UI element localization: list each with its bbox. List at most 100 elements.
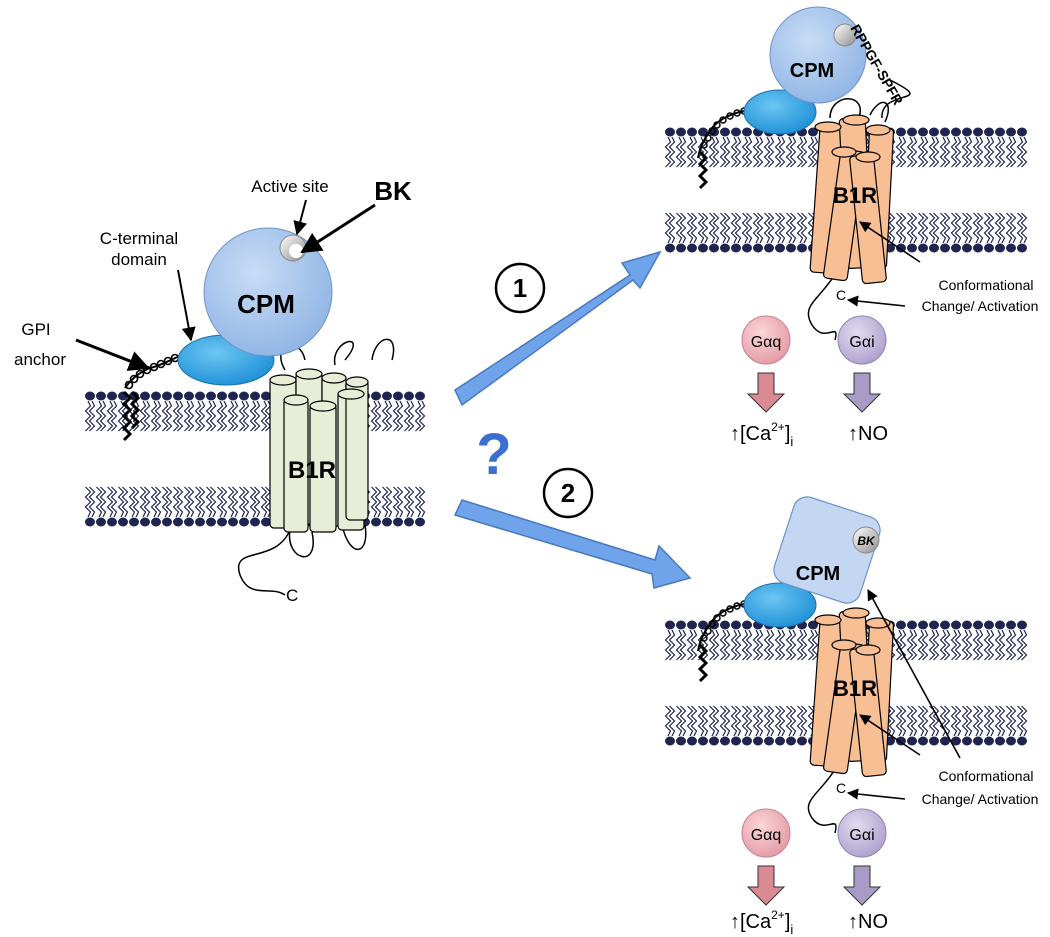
top-right-panel: B1R C CPM RPPGF-SPFR Conformational Chan…: [697, 6, 1038, 449]
lipid-head: [907, 127, 917, 137]
lipid-tail: [701, 136, 709, 168]
tr-c-terminus-label: C: [836, 287, 846, 303]
lipid-tail: [928, 136, 936, 168]
lipid-tail: [752, 212, 760, 244]
lipid-tail: [884, 705, 892, 737]
lipid-tail: [723, 136, 731, 168]
tr-conformational-pointer: [859, 221, 921, 263]
lipid-head: [151, 517, 161, 527]
lipid-tail: [987, 705, 995, 737]
lipid-tail: [998, 212, 1006, 244]
lipid-tail: [939, 629, 947, 661]
lipid-tail: [899, 136, 907, 168]
lipid-tail: [928, 629, 936, 661]
lipid-head: [731, 127, 741, 137]
br-gai-protein: [837, 808, 887, 858]
lipid-head: [698, 243, 708, 253]
lipid-tail: [789, 705, 797, 737]
lipid-tail: [1016, 136, 1024, 168]
lipid-tail: [172, 400, 180, 432]
lipid-tail: [1005, 705, 1013, 737]
lipid-tail: [686, 629, 694, 661]
lipid-head: [973, 127, 983, 137]
lipid-head: [107, 391, 117, 401]
lipid-tail: [961, 212, 969, 244]
active-site-pointer: [293, 199, 307, 236]
lipid-tail: [708, 136, 716, 168]
lipid-tail: [939, 212, 947, 244]
lipid-tail: [1016, 212, 1024, 244]
lipid-tail: [994, 629, 1002, 661]
lipid-tail: [165, 400, 173, 432]
lipid-head: [184, 391, 194, 401]
lipid-head: [665, 127, 675, 137]
lipid-head: [129, 517, 139, 527]
lipid-tail: [183, 400, 191, 432]
lipid-head: [709, 243, 719, 253]
lipid-head: [162, 391, 172, 401]
lipid-tail: [932, 136, 940, 168]
lipid-head: [107, 517, 117, 527]
lipid-head: [940, 736, 950, 746]
lipid-tail: [686, 212, 694, 244]
tr-gai-protein: [837, 315, 887, 365]
lipid-tail: [884, 212, 892, 244]
lipid-tail: [972, 705, 980, 737]
lipid-tail: [374, 486, 382, 518]
lipid-head: [665, 620, 675, 630]
lipid-tail: [231, 486, 239, 518]
lipid-head: [665, 243, 675, 253]
lipid-tail: [778, 136, 786, 168]
lipid-tail: [110, 486, 118, 518]
br-calcium-label: ↑[Ca2+]i: [730, 908, 793, 937]
lipid-tail: [187, 400, 195, 432]
lipid-head: [151, 391, 161, 401]
lipid-tail: [767, 212, 775, 244]
lipid-head: [995, 620, 1005, 630]
lipid-tail: [1009, 136, 1017, 168]
lipid-tail: [205, 486, 213, 518]
lipid-head: [228, 391, 238, 401]
lipid-tail: [381, 400, 389, 432]
br-no-label: ↑NO: [848, 911, 888, 933]
lipid-head: [687, 127, 697, 137]
lipid-head: [1017, 620, 1027, 630]
cpm-enzyme: [203, 227, 333, 357]
lipid-head: [929, 736, 939, 746]
lipid-tail: [785, 705, 793, 737]
lipid-head: [96, 391, 106, 401]
lipid-tail: [106, 486, 114, 518]
lipid-head: [742, 736, 752, 746]
lipid-tail: [712, 212, 720, 244]
lipid-tail: [719, 136, 727, 168]
lipid-tail: [712, 629, 720, 661]
lipid-tail: [238, 400, 246, 432]
lipid-tail: [249, 400, 257, 432]
lipid-tail: [95, 400, 103, 432]
lipid-head: [753, 736, 763, 746]
tr-no-label: ↑NO: [848, 423, 888, 445]
lipid-tail: [260, 400, 268, 432]
lipid-tail: [84, 486, 92, 518]
lipid-head: [162, 517, 172, 527]
lipid-head: [907, 620, 917, 630]
lipid-tail: [976, 629, 984, 661]
lipid-head: [929, 243, 939, 253]
lipid-tail: [396, 400, 404, 432]
lipid-tail: [172, 486, 180, 518]
lipid-tail: [198, 400, 206, 432]
bk-label: BK: [374, 176, 412, 206]
lipid-tail: [701, 705, 709, 737]
lipid-tail: [895, 629, 903, 661]
lipid-head: [415, 517, 425, 527]
lipid-head: [951, 127, 961, 137]
br-gaq-protein: [741, 808, 791, 858]
lipid-head: [764, 736, 774, 746]
lipid-tail: [238, 486, 246, 518]
lipid-tail: [668, 212, 676, 244]
tr-active-site: [833, 23, 857, 47]
br-receptor-loops: [807, 764, 839, 834]
lipid-tail: [1005, 629, 1013, 661]
lipid-tail: [679, 212, 687, 244]
lipid-head: [731, 620, 741, 630]
